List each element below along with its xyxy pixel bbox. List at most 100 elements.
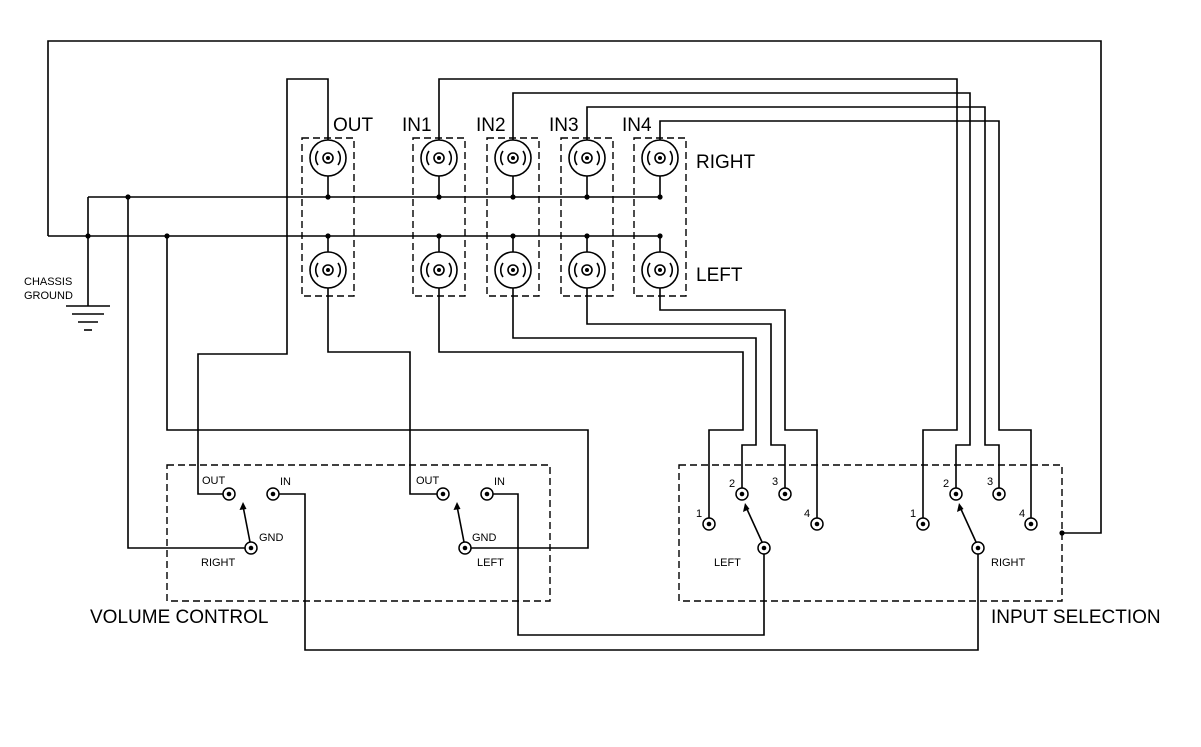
sel-right-3-terminal	[992, 487, 1006, 501]
in1-left-wire	[438, 270, 744, 524]
in4-jack-box	[633, 137, 687, 297]
junction-dot	[436, 233, 442, 239]
in2-right-wire	[512, 92, 971, 494]
vol-right-gnd-label: GND	[259, 532, 284, 544]
vol-left-name-label: LEFT	[477, 557, 504, 569]
sel-left-p1-label: 1	[696, 508, 702, 520]
in1-right-wire	[438, 78, 958, 524]
junction-dot	[584, 194, 590, 200]
right-gnd-wire	[127, 197, 251, 549]
in3-right-rca-jack	[568, 139, 606, 177]
selection-left-labels: 1 2 3 4 LEFT	[696, 476, 810, 569]
vol-left-in-label: IN	[494, 476, 505, 488]
junction-dot	[510, 233, 516, 239]
vol-right-wiper	[242, 505, 251, 543]
rca-jacks	[309, 139, 679, 289]
sel-right-1-terminal	[916, 517, 930, 531]
vol-left-in-terminal	[480, 487, 494, 501]
junction-dot	[436, 194, 442, 200]
vol-right-in-label: IN	[280, 476, 291, 488]
sel-right-p2-label: 2	[943, 478, 949, 490]
sel-left-common-terminal	[757, 541, 771, 555]
vol-right-name-label: RIGHT	[201, 557, 236, 569]
input-selection-label: INPUT SELECTION	[991, 607, 1161, 628]
sel-left-p3-label: 3	[772, 476, 778, 488]
vol-left-out-label: OUT	[416, 475, 440, 487]
sel-right-common-terminal	[971, 541, 985, 555]
vol-right-out-label: OUT	[202, 475, 226, 487]
out-right-wire	[197, 78, 329, 495]
vol-left-wiper-arrow	[453, 502, 461, 510]
junction-dot	[584, 233, 590, 239]
vol-left-out-terminal	[436, 487, 450, 501]
out-jack-box	[301, 137, 355, 297]
in1-left-rca-jack	[420, 251, 458, 289]
vol-right-in-terminal	[266, 487, 280, 501]
volume-control-label: VOLUME CONTROL	[90, 607, 268, 628]
sel-right-2-terminal	[949, 487, 963, 501]
sel-left-name-label: LEFT	[714, 557, 741, 569]
switch-wipers	[239, 502, 977, 543]
right-channel-label: RIGHT	[696, 152, 756, 173]
in3-right-wire	[586, 106, 1000, 494]
vol-left-gnd-label: GND	[472, 532, 497, 544]
vol-right-wiper-arrow	[239, 502, 247, 510]
sel-right-p3-label: 3	[987, 476, 993, 488]
sel-left-wiper	[745, 506, 763, 543]
out-left-rca-jack	[309, 251, 347, 289]
sel-right-4-terminal	[1024, 517, 1038, 531]
sel-left-1-terminal	[702, 517, 716, 531]
selection-right-labels: 1 2 3 4 RIGHT	[910, 476, 1026, 569]
junction-dot	[657, 194, 663, 200]
junction-dot	[510, 194, 516, 200]
junction-dot	[325, 233, 331, 239]
volume-control-box	[166, 464, 551, 602]
sel-left-p4-label: 4	[804, 508, 810, 520]
sel-right-p4-label: 4	[1019, 508, 1025, 520]
sel-left-4-terminal	[810, 517, 824, 531]
left-channel-label: LEFT	[696, 265, 743, 286]
sel-left-2-terminal	[735, 487, 749, 501]
in4-left-rca-jack	[641, 251, 679, 289]
out-label: OUT	[333, 115, 374, 136]
ground-label: GROUND	[24, 290, 73, 302]
junction-dot	[657, 233, 663, 239]
in3-jack-box	[560, 137, 614, 297]
junction-dot	[125, 194, 131, 200]
in2-left-wire	[512, 270, 757, 494]
in1-label: IN1	[402, 115, 432, 136]
in3-left-rca-jack	[568, 251, 606, 289]
in2-label: IN2	[476, 115, 506, 136]
in3-left-wire	[586, 270, 786, 494]
vol-right-gnd-terminal	[244, 541, 258, 555]
sel-right-wiper	[959, 506, 977, 543]
in2-jack-box	[486, 137, 540, 297]
sel-left-wiper-arrow	[743, 503, 750, 512]
vol-right-in-wire	[273, 493, 979, 651]
volume-left-labels: OUT IN GND LEFT	[416, 475, 505, 569]
out-left-wire	[327, 270, 443, 495]
chassis-ground-symbol	[66, 305, 110, 331]
sel-left-p2-label: 2	[729, 478, 735, 490]
junction-dots	[85, 194, 1065, 536]
in1-jack-box	[412, 137, 466, 297]
junction-dot	[85, 233, 91, 239]
in2-right-rca-jack	[494, 139, 532, 177]
sel-right-name-label: RIGHT	[991, 557, 1026, 569]
vol-left-wiper	[456, 505, 465, 543]
out-right-rca-jack	[309, 139, 347, 177]
junction-dot	[164, 233, 170, 239]
switch-terminals	[222, 487, 1038, 555]
in4-left-wire	[659, 270, 818, 524]
junction-dot	[325, 194, 331, 200]
sel-right-wiper-arrow	[957, 503, 964, 512]
in3-label: IN3	[549, 115, 579, 136]
in4-right-rca-jack	[641, 139, 679, 177]
chassis-ground-loop-wire	[47, 40, 1102, 534]
left-gnd-wire	[166, 236, 589, 549]
sel-left-3-terminal	[778, 487, 792, 501]
sel-right-p1-label: 1	[910, 508, 916, 520]
input-selection-box	[678, 464, 1063, 602]
vol-right-out-terminal	[222, 487, 236, 501]
